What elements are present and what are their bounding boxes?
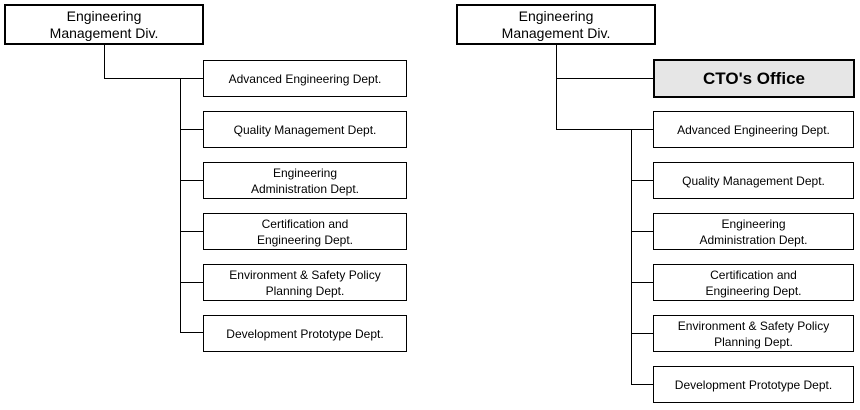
connector-spine bbox=[180, 78, 181, 332]
connector-dept-4 bbox=[631, 282, 654, 283]
dept-box-certification-engineering: Certification and Engineering Dept. bbox=[653, 264, 854, 301]
connector-spine bbox=[631, 129, 632, 384]
dept-box-development-prototype: Development Prototype Dept. bbox=[203, 315, 407, 352]
root-division-box: Engineering Management Div. bbox=[4, 4, 204, 45]
connector-dept-2 bbox=[631, 180, 654, 181]
connector-dept-5 bbox=[180, 282, 204, 283]
dept-box-development-prototype: Development Prototype Dept. bbox=[653, 366, 854, 403]
connector-root-down bbox=[104, 44, 105, 78]
connector-root-down bbox=[556, 44, 557, 129]
dept-box-advanced-engineering: Advanced Engineering Dept. bbox=[653, 111, 854, 148]
connector-dept-6 bbox=[180, 332, 204, 333]
connector-dept-5 bbox=[631, 333, 654, 334]
dept-box-engineering-administration: Engineering Administration Dept. bbox=[653, 213, 854, 250]
dept-box-quality-management: Quality Management Dept. bbox=[653, 162, 854, 199]
dept-box-engineering-administration: Engineering Administration Dept. bbox=[203, 162, 407, 199]
connector-dept-3 bbox=[631, 231, 654, 232]
connector-dept-4 bbox=[180, 231, 204, 232]
connector-dept-6 bbox=[631, 384, 654, 385]
connector-cto-branch bbox=[556, 78, 654, 79]
connector-root-branch bbox=[556, 129, 654, 130]
cto-office-box: CTO's Office bbox=[653, 59, 855, 98]
dept-box-advanced-engineering: Advanced Engineering Dept. bbox=[203, 60, 407, 97]
dept-box-quality-management: Quality Management Dept. bbox=[203, 111, 407, 148]
root-division-box: Engineering Management Div. bbox=[456, 4, 656, 45]
dept-box-environment-safety: Environment & Safety Policy Planning Dep… bbox=[203, 264, 407, 301]
connector-root-branch bbox=[104, 78, 204, 79]
connector-dept-2 bbox=[180, 129, 204, 130]
dept-box-environment-safety: Environment & Safety Policy Planning Dep… bbox=[653, 315, 854, 352]
dept-box-certification-engineering: Certification and Engineering Dept. bbox=[203, 213, 407, 250]
connector-dept-3 bbox=[180, 180, 204, 181]
